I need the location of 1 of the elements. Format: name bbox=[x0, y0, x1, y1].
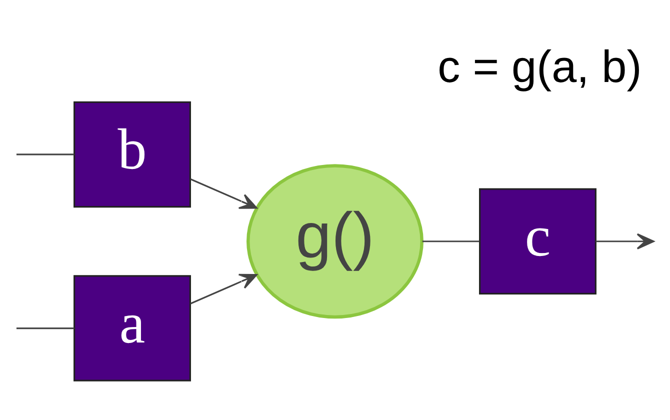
diagram-title: c = g(a, b) bbox=[438, 40, 642, 92]
